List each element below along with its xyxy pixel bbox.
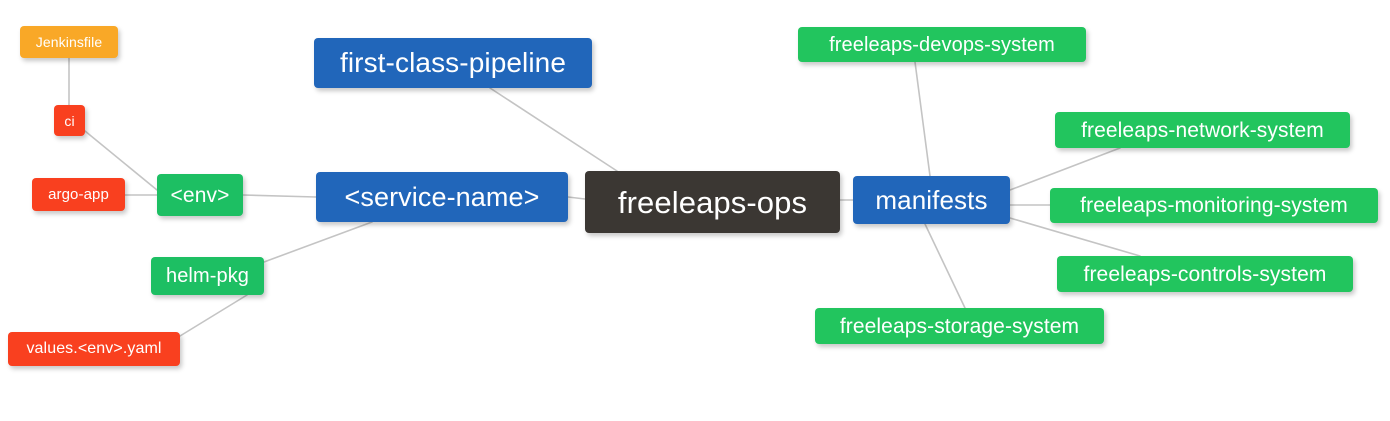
node-label-jenkinsfile: Jenkinsfile (35, 34, 103, 50)
node-label-freeleaps-network-system: freeleaps-network-system (1081, 118, 1324, 142)
mindmap-node-argo-app[interactable]: argo-app (32, 178, 125, 211)
mindmap-node-values-yaml[interactable]: values.<env>.yaml (8, 332, 180, 366)
edge-first-class-pipeline-to-freeleaps-ops (489, 87, 618, 172)
mindmap-node-freeleaps-ops[interactable]: freeleaps-ops (585, 171, 840, 233)
edge-env-to-service-name (242, 194, 317, 198)
node-label-ci: ci (64, 112, 75, 129)
edge-manifests-to-freeleaps-storage-system (924, 223, 966, 309)
edge-manifests-to-freeleaps-controls-system (1009, 217, 1141, 257)
node-label-freeleaps-storage-system: freeleaps-storage-system (839, 314, 1080, 338)
node-label-argo-app: argo-app (48, 186, 109, 203)
mindmap-node-service-name[interactable]: <service-name> (316, 172, 568, 222)
mindmap-node-freeleaps-storage-system[interactable]: freeleaps-storage-system (815, 308, 1104, 344)
node-label-values-yaml: values.<env>.yaml (26, 340, 162, 357)
edge-manifests-to-freeleaps-network-system (1009, 147, 1121, 191)
mindmap-node-first-class-pipeline[interactable]: first-class-pipeline (314, 38, 592, 88)
node-label-manifests: manifests (875, 185, 988, 215)
mindmap-node-helm-pkg[interactable]: helm-pkg (151, 257, 264, 295)
node-label-freeleaps-controls-system: freeleaps-controls-system (1083, 262, 1327, 286)
mindmap-node-freeleaps-devops-system[interactable]: freeleaps-devops-system (798, 27, 1086, 62)
edge-manifests-to-freeleaps-devops-system (914, 61, 931, 177)
node-label-freeleaps-monitoring-system: freeleaps-monitoring-system (1080, 194, 1348, 217)
mindmap-node-manifests[interactable]: manifests (853, 176, 1010, 224)
mindmap-node-env[interactable]: <env> (157, 174, 243, 216)
node-label-helm-pkg: helm-pkg (165, 265, 250, 287)
edge-values-yaml-to-helm-pkg (179, 294, 248, 337)
node-label-freeleaps-devops-system: freeleaps-devops-system (829, 33, 1055, 56)
node-label-service-name: <service-name> (344, 181, 540, 212)
edge-service-name-to-freeleaps-ops (567, 196, 586, 200)
node-label-env: <env> (170, 183, 230, 207)
edge-helm-pkg-to-service-name (263, 221, 373, 263)
mindmap-node-jenkinsfile[interactable]: Jenkinsfile (20, 26, 118, 58)
node-label-first-class-pipeline: first-class-pipeline (339, 47, 567, 78)
node-label-freeleaps-ops: freeleaps-ops (617, 184, 808, 220)
mindmap-node-freeleaps-network-system[interactable]: freeleaps-network-system (1055, 112, 1350, 148)
mindmap-node-freeleaps-monitoring-system[interactable]: freeleaps-monitoring-system (1050, 188, 1378, 223)
mindmap-node-freeleaps-controls-system[interactable]: freeleaps-controls-system (1057, 256, 1353, 292)
mindmap-node-ci[interactable]: ci (54, 105, 85, 136)
